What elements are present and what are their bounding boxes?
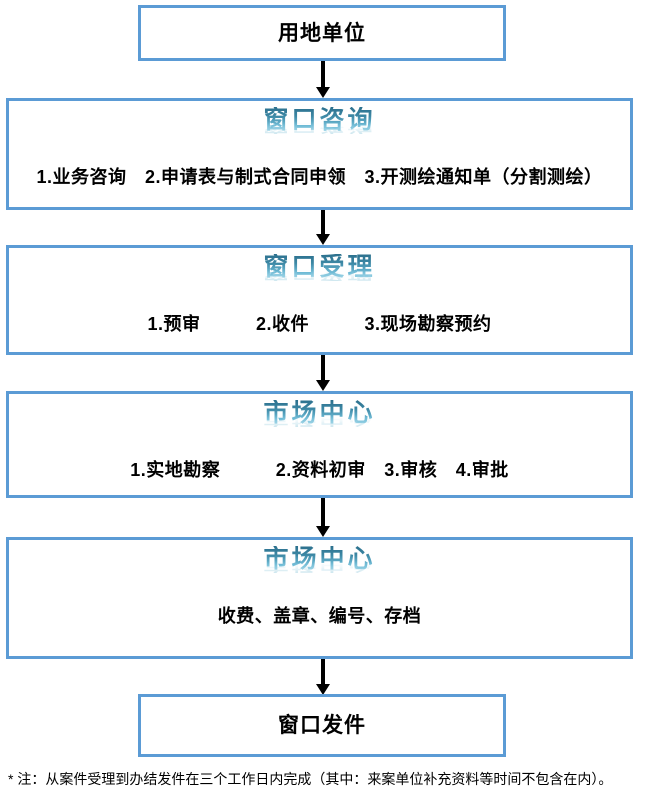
flow-node-window-issue-label: 窗口发件 <box>278 714 366 737</box>
arrow-review-to-archive <box>316 498 330 537</box>
flow-node-window-accept-title-wrap: 窗口受理 窗口受理 <box>263 254 375 300</box>
arrow-shaft <box>321 355 325 381</box>
flow-node-window-accept-detail: 1.预审 2.收件 3.现场勘察预约 <box>147 314 492 334</box>
arrow-accept-to-review <box>316 355 330 391</box>
flow-node-window-issue[interactable]: 窗口发件 <box>138 694 506 757</box>
flow-node-market-center-archive-title-reflection: 市场中心 <box>263 558 376 574</box>
flow-node-window-accept[interactable]: 窗口受理 窗口受理 1.预审 2.收件 3.现场勘察预约 <box>6 245 633 355</box>
flow-node-market-center-archive-title: 市场中心 <box>263 546 375 573</box>
flow-node-market-center-review-detail: 1.实地勘察 2.资料初审 3.审核 4.审批 <box>130 460 509 480</box>
arrow-shaft <box>321 210 325 235</box>
flow-node-window-consult-detail: 1.业务咨询 2.申请表与制式合同申领 3.开测绘通知单（分割测绘） <box>36 167 603 187</box>
arrow-shaft <box>321 659 325 685</box>
footnote-text: * 注：从案件受理到办结发件在三个工作日内完成（其中：来案单位补充资料等时间不包… <box>8 771 613 787</box>
flow-node-window-consult-title-wrap: 窗口咨询 窗口咨询 <box>263 107 375 153</box>
flow-node-window-consult-title: 窗口咨询 <box>263 107 375 134</box>
flow-node-start-label: 用地单位 <box>278 21 366 45</box>
flow-node-market-center-review-title-wrap: 市场中心 市场中心 <box>263 400 375 446</box>
flow-node-start[interactable]: 用地单位 <box>138 5 506 61</box>
flow-node-market-center-review-title-reflection: 市场中心 <box>263 412 376 428</box>
arrow-head <box>316 87 330 98</box>
arrow-head <box>316 684 330 695</box>
flow-node-window-accept-title: 窗口受理 <box>263 254 375 281</box>
flow-node-window-accept-title-reflection: 窗口受理 <box>263 266 376 282</box>
flow-node-market-center-review[interactable]: 市场中心 市场中心 1.实地勘察 2.资料初审 3.审核 4.审批 <box>6 391 633 498</box>
flow-node-market-center-review-title: 市场中心 <box>263 400 375 427</box>
flow-node-market-center-archive-detail: 收费、盖章、编号、存档 <box>217 606 422 626</box>
flow-node-market-center-archive-title-wrap: 市场中心 市场中心 <box>263 546 375 592</box>
arrow-archive-to-issue <box>316 659 330 695</box>
arrow-shaft <box>321 498 325 527</box>
flow-node-window-consult[interactable]: 窗口咨询 窗口咨询 1.业务咨询 2.申请表与制式合同申领 3.开测绘通知单（分… <box>6 98 633 210</box>
arrow-consult-to-accept <box>316 210 330 245</box>
arrow-head <box>316 380 330 391</box>
arrow-head <box>316 234 330 245</box>
arrow-head <box>316 526 330 537</box>
arrow-start-to-consult <box>316 61 330 98</box>
flow-node-window-consult-title-reflection: 窗口咨询 <box>263 119 376 135</box>
arrow-shaft <box>321 61 325 88</box>
flow-node-market-center-archive[interactable]: 市场中心 市场中心 收费、盖章、编号、存档 <box>6 537 633 659</box>
